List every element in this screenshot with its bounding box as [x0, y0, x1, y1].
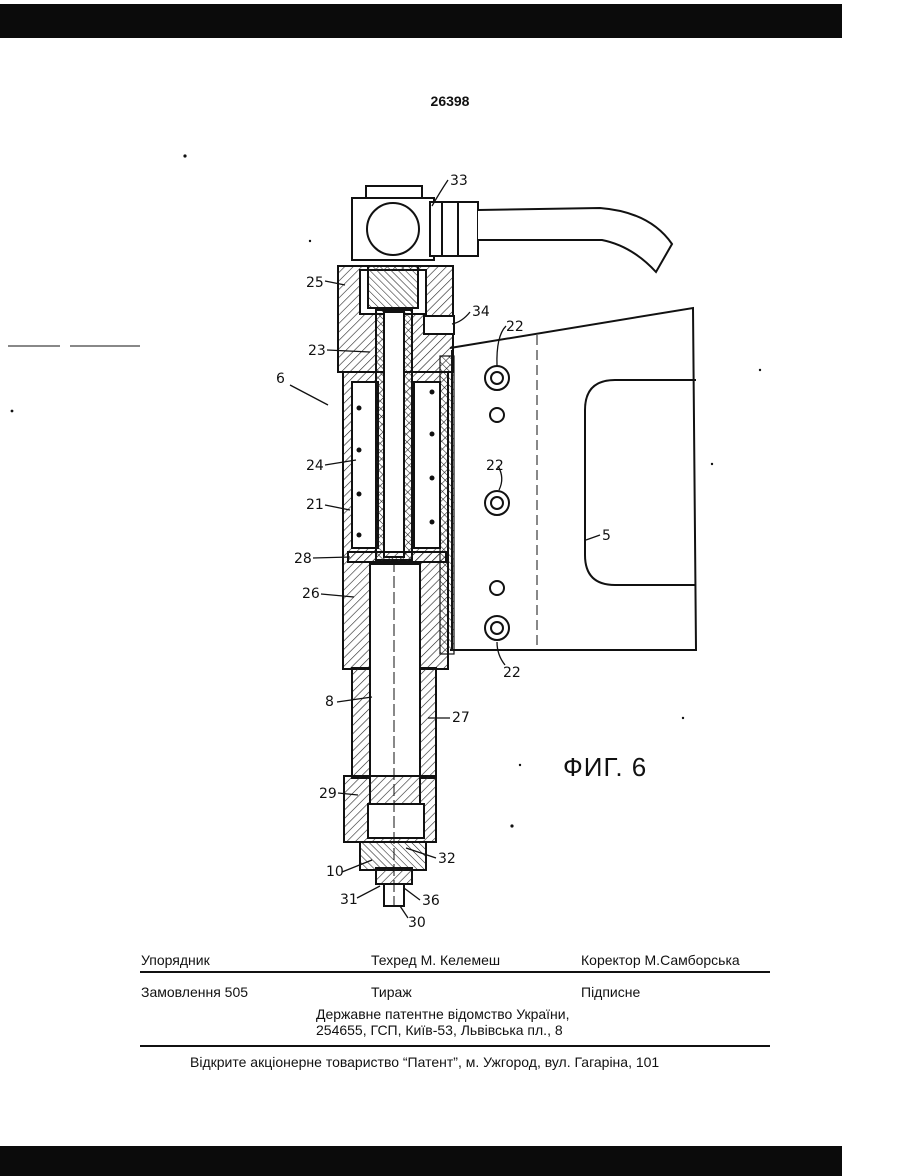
- imprint-rule-bottom: [140, 1045, 770, 1047]
- scan-bottom-border: [0, 1146, 842, 1176]
- figure-caption: ФИГ. 6: [563, 752, 647, 783]
- callout-30: 30: [408, 915, 426, 931]
- imprint-compiler: Упорядник: [141, 952, 210, 968]
- imprint-rule-top: [140, 971, 770, 973]
- callout-22-top: 22: [506, 319, 524, 335]
- callout-10: 10: [326, 864, 344, 880]
- callout-28: 28: [294, 551, 312, 567]
- bolt-holes: [485, 366, 509, 640]
- callout-27: 27: [452, 710, 470, 726]
- imprint-order: Замовлення 505: [141, 984, 248, 1000]
- callout-21: 21: [306, 497, 324, 513]
- imprint-corrector: Коректор М.Самборська: [581, 952, 740, 968]
- imprint-circulation: Тираж: [371, 984, 412, 1000]
- callout-31: 31: [340, 892, 358, 908]
- callout-29: 29: [319, 786, 337, 802]
- callout-5: 5: [602, 528, 611, 544]
- callout-36: 36: [422, 893, 440, 909]
- callout-6: 6: [276, 371, 285, 387]
- imprint-office-line-1: Державне патентне відомство України,: [316, 1006, 570, 1022]
- body-cross-section: [338, 266, 453, 906]
- callout-25: 25: [306, 275, 324, 291]
- callout-24: 24: [306, 458, 324, 474]
- callout-26: 26: [302, 586, 320, 602]
- callout-34: 34: [472, 304, 490, 320]
- imprint-publisher: Відкрите акціонерне товариство “Патент”,…: [190, 1054, 659, 1070]
- callout-22-bottom: 22: [503, 665, 521, 681]
- imprint-subscription: Підписне: [581, 984, 640, 1000]
- callout-8: 8: [325, 694, 334, 710]
- callout-33: 33: [450, 173, 468, 189]
- imprint-techeditor: Техред М. Келемеш: [371, 952, 500, 968]
- callout-23: 23: [308, 343, 326, 359]
- imprint-office-line-2: 254655, ГСП, Київ-53, Львівська пл., 8: [316, 1022, 563, 1038]
- callout-32: 32: [438, 851, 456, 867]
- mounting-bracket: [440, 308, 696, 654]
